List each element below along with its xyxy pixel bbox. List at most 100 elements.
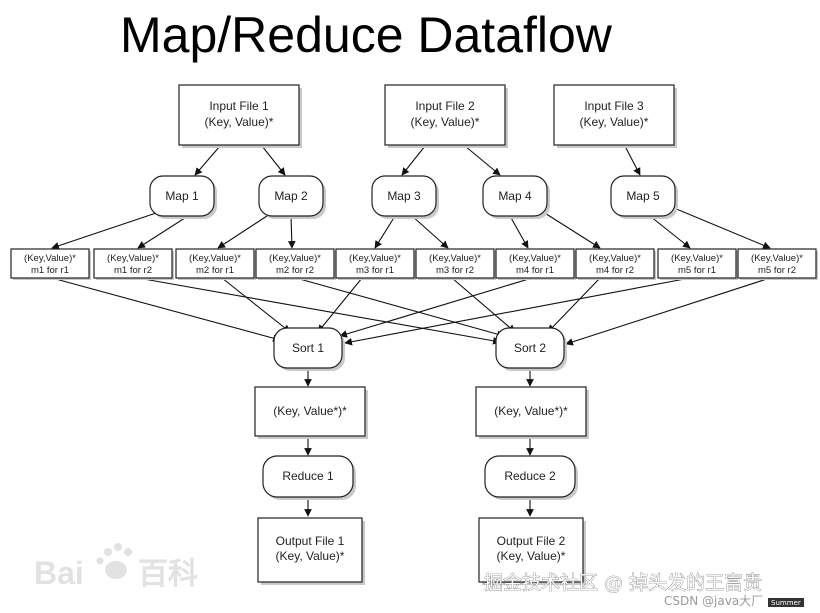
csdn-watermark: CSDN @java大厂 [664, 594, 763, 608]
edge-map5-kv10 [673, 207, 771, 249]
kv-m3-r2-route: m3 for r2 [436, 265, 474, 276]
input-file-1-name: Input File 1 [209, 99, 269, 113]
baidu-watermark: Bai 百科 [34, 543, 198, 591]
edge-input2-map3 [401, 145, 426, 176]
kv-m4-r2-route: m4 for r2 [596, 265, 634, 276]
kv-m1-r1-route: m1 for r1 [31, 265, 69, 276]
sort-2-node: Sort 2 [495, 327, 567, 371]
edge-kv4-sort2 [295, 277, 505, 338]
map-3-node: Map 3 [371, 175, 439, 219]
kv-box-m2-r2: (Key,Value)* m2 for r2 [255, 248, 336, 280]
kv-m5-r2-type: (Key,Value)* [751, 253, 803, 264]
paw-icon [96, 543, 132, 579]
edges [51, 145, 771, 517]
reduce-2-label: Reduce 2 [504, 469, 556, 483]
kv-m3-r1-type: (Key,Value)* [349, 253, 401, 264]
input-file-3-name: Input File 3 [584, 99, 644, 113]
kv-m3-r2-type: (Key,Value)* [429, 253, 481, 264]
map-4-label: Map 4 [498, 189, 532, 203]
sort-1-label: Sort 1 [292, 341, 324, 355]
edge-kv3-sort1 [221, 277, 291, 333]
kv-box-m1-r2: (Key,Value)* m1 for r2 [93, 248, 174, 280]
input-file-1-type: (Key, Value)* [205, 115, 274, 129]
sort-2-label: Sort 2 [514, 341, 546, 355]
kv-m2-r1-route: m2 for r1 [196, 265, 234, 276]
input-file-3: Input File 3 (Key, Value)* [553, 84, 677, 148]
reduce-2-node: Reduce 2 [484, 455, 578, 500]
edge-input3-map5 [624, 145, 641, 176]
summer-tag: Summer [768, 598, 804, 607]
kv-m5-r1-type: (Key,Value)* [671, 253, 723, 264]
edge-map2-kv3 [217, 213, 271, 249]
kv-box-m4-r2: (Key,Value)* m4 for r2 [575, 248, 656, 280]
map-2-label: Map 2 [274, 189, 308, 203]
kv-box-m1-r1: (Key,Value)* m1 for r1 [10, 248, 91, 280]
edge-map1-kv1 [51, 209, 166, 250]
kv-m4-r2-type: (Key,Value)* [589, 253, 641, 264]
grouped-kv-1-label: (Key, Value*)* [273, 404, 347, 418]
output-file-1: Output File 1 (Key, Value)* [257, 517, 365, 585]
edge-kv10-sort2 [565, 277, 771, 346]
kv-box-m2-r1: (Key,Value)* m2 for r1 [175, 248, 256, 280]
edge-map3-kv6 [411, 215, 449, 249]
map-4-node: Map 4 [482, 175, 550, 219]
baidu-watermark-cn: 百科 [138, 558, 198, 591]
input-file-2-type: (Key, Value)* [411, 115, 480, 129]
edge-kv7-sort1 [339, 277, 533, 338]
edge-input1-map2 [261, 145, 286, 176]
edge-map5-kv9 [649, 215, 691, 249]
baidu-watermark-text: Bai [34, 555, 84, 591]
kv-box-m5-r2: (Key,Value)* m5 for r2 [737, 248, 818, 280]
map-3-label: Map 3 [387, 189, 421, 203]
edge-kv5-sort1 [317, 277, 363, 333]
diagram-title: Map/Reduce Dataflow [120, 7, 613, 63]
edge-map4-kv8 [539, 209, 601, 249]
kv-m1-r2-route: m1 for r2 [114, 265, 152, 276]
input-file-2-name: Input File 2 [415, 99, 475, 113]
edge-map3-kv5 [374, 215, 396, 249]
input-file-3-type: (Key, Value)* [580, 115, 649, 129]
juejin-watermark: 掘金技术社区 @ 掉头发的王富贵 [484, 572, 762, 594]
output-file-2-type: (Key, Value)* [497, 549, 566, 563]
kv-box-m4-r1: (Key,Value)* m4 for r1 [495, 248, 576, 280]
output-file-1-type: (Key, Value)* [276, 549, 345, 563]
kv-box-m3-r2: (Key,Value)* m3 for r2 [415, 248, 496, 280]
kv-m5-r1-route: m5 for r1 [678, 265, 716, 276]
output-file-2-name: Output File 2 [497, 534, 566, 548]
summer-tag-text: Summer [771, 599, 801, 607]
edge-input1-map1 [194, 145, 221, 176]
kv-m2-r1-type: (Key,Value)* [189, 253, 241, 264]
grouped-kv-2-label: (Key, Value*)* [494, 404, 568, 418]
kv-m4-r1-type: (Key,Value)* [509, 253, 561, 264]
input-file-1: Input File 1 (Key, Value)* [178, 84, 302, 148]
output-file-1-name: Output File 1 [276, 534, 345, 548]
edge-map1-kv2 [137, 215, 189, 249]
edge-map4-kv7 [509, 215, 529, 249]
reduce-1-label: Reduce 1 [282, 469, 334, 483]
kv-m3-r1-route: m3 for r1 [356, 265, 394, 276]
edge-input2-map4 [464, 145, 501, 176]
grouped-kv-2: (Key, Value*)* [475, 386, 589, 439]
map-5-label: Map 5 [626, 189, 660, 203]
kv-box-m5-r1: (Key,Value)* m5 for r1 [657, 248, 738, 280]
kv-m1-r1-type: (Key,Value)* [24, 253, 76, 264]
kv-box-m3-r1: (Key,Value)* m3 for r1 [335, 248, 416, 280]
grouped-kv-1: (Key, Value*)* [254, 386, 368, 439]
edge-map2-kv4 [287, 215, 296, 249]
edge-kv9-sort1 [344, 277, 691, 346]
kv-m4-r1-route: m4 for r1 [516, 265, 554, 276]
map-2-node: Map 2 [258, 175, 326, 219]
kv-m1-r2-type: (Key,Value)* [107, 253, 159, 264]
edge-kv8-sort2 [547, 277, 601, 333]
map-5-node: Map 5 [610, 175, 678, 219]
kv-m2-r2-route: m2 for r2 [276, 265, 314, 276]
edge-kv6-sort2 [451, 277, 516, 333]
edge-kv2-sort2 [137, 277, 501, 345]
reduce-1-node: Reduce 1 [262, 455, 356, 500]
map-1-node: Map 1 [149, 175, 217, 219]
output-file-2: Output File 2 (Key, Value)* [478, 517, 586, 585]
map-1-label: Map 1 [165, 189, 199, 203]
kv-m5-r2-route: m5 for r2 [758, 265, 796, 276]
sort-1-node: Sort 1 [273, 327, 345, 371]
